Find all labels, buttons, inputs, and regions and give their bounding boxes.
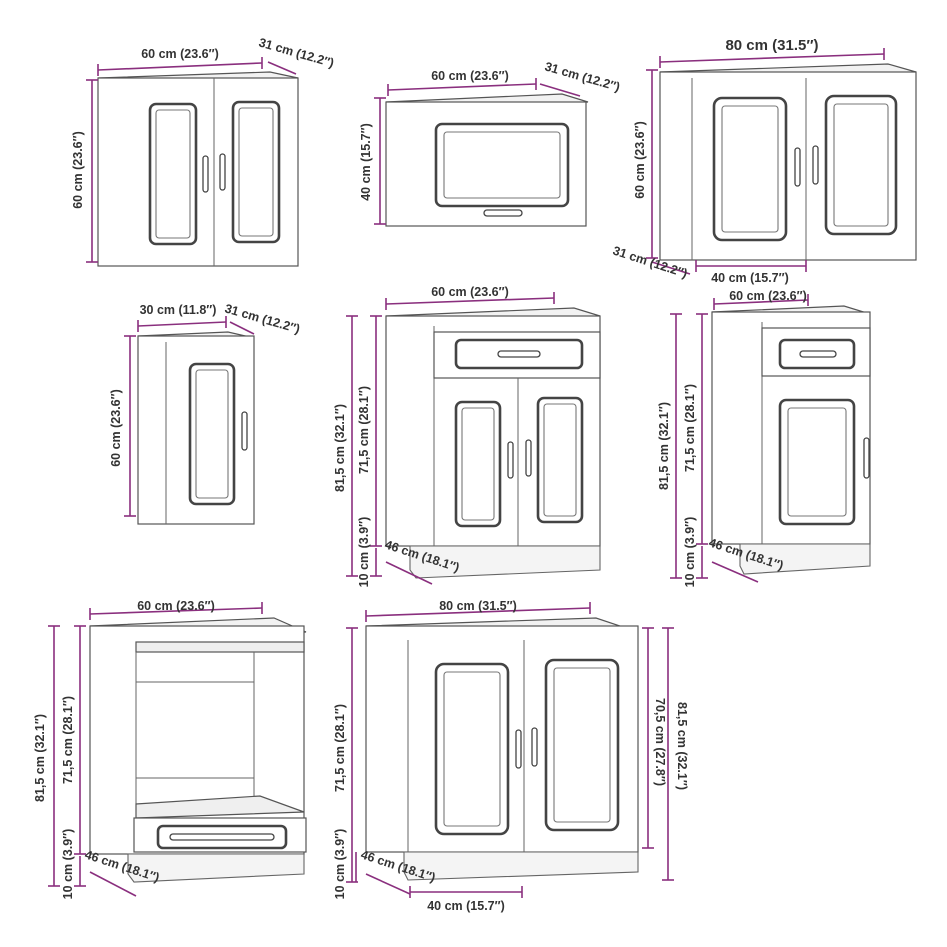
wall-cabinet-80-double: 80 cm (31.5″) 60 cm (23.6″) 31 cm (12.2″… [611,37,917,285]
sink-cabinet-80: 80 cm (31.5″) 71,5 cm (28.1″) 10 cm (3.9… [333,599,689,913]
dim-height: 60 cm (23.6″) [109,389,123,467]
dim-plinth: 10 cm (3.9″) [357,517,371,588]
dim-width: 60 cm (23.6″) [137,599,215,613]
dim-plinth: 10 cm (3.9″) [61,829,75,900]
dim-depth: 31 cm (12.2″) [257,35,335,70]
dim-body-height: 71,5 cm (28.1″) [333,704,347,792]
dim-total-height: 81,5 cm (32.1″) [333,404,347,492]
dim-door-width: 40 cm (15.7″) [427,899,505,913]
dim-body-height: 71,5 cm (28.1″) [357,386,371,474]
dim-height: 40 cm (15.7″) [359,123,373,201]
dim-width: 60 cm (23.6″) [141,47,219,61]
dim-body-height: 71,5 cm (28.1″) [61,696,75,784]
dim-total-height: 81,5 cm (32.1″) [33,714,47,802]
wall-cabinet-60-double: 60 cm (23.6″) 31 cm (12.2″) 60 cm (23.6″… [71,35,336,267]
dim-depth: 31 cm (12.2″) [223,301,301,336]
wall-cabinet-30-single: 30 cm (11.8″) 31 cm (12.2″) 60 cm (23.6″… [109,301,302,525]
base-cabinet-60-drawer-double: 60 cm (23.6″) 81,5 cm (32.1″) 71,5 cm (2… [333,285,601,588]
dim-width: 60 cm (23.6″) [431,69,509,83]
dim-width: 80 cm (31.5″) [725,37,818,54]
dim-door-width: 40 cm (15.7″) [711,271,789,285]
oven-cabinet-60: 60 cm (23.6″) 81,5 cm (32.1″) 71,5 cm (2… [33,599,307,900]
dim-plinth: 10 cm (3.9″) [683,517,697,588]
dim-height: 60 cm (23.6″) [71,131,85,209]
dim-body-height: 71,5 cm (28.1″) [683,384,697,472]
dim-plinth: 10 cm (3.9″) [333,829,347,900]
dim-width: 80 cm (31.5″) [439,599,517,613]
dim-inner-height: 70,5 cm (27.8″) [653,698,667,786]
dim-total-height: 81,5 cm (32.1″) [675,702,689,790]
dim-width: 60 cm (23.6″) [431,285,509,299]
dim-height: 60 cm (23.6″) [633,121,647,199]
dim-width: 60 cm (23.6″) [729,289,807,303]
base-cabinet-60-drawer-single: 60 cm (23.6″) 81,5 cm (32.1″) 71,5 cm (2… [657,289,871,588]
dim-width: 30 cm (11.8″) [140,303,217,317]
wall-cabinet-60-flap: 60 cm (23.6″) 31 cm (12.2″) 40 cm (15.7″… [359,59,622,227]
dim-total-height: 81,5 cm (32.1″) [657,402,671,490]
